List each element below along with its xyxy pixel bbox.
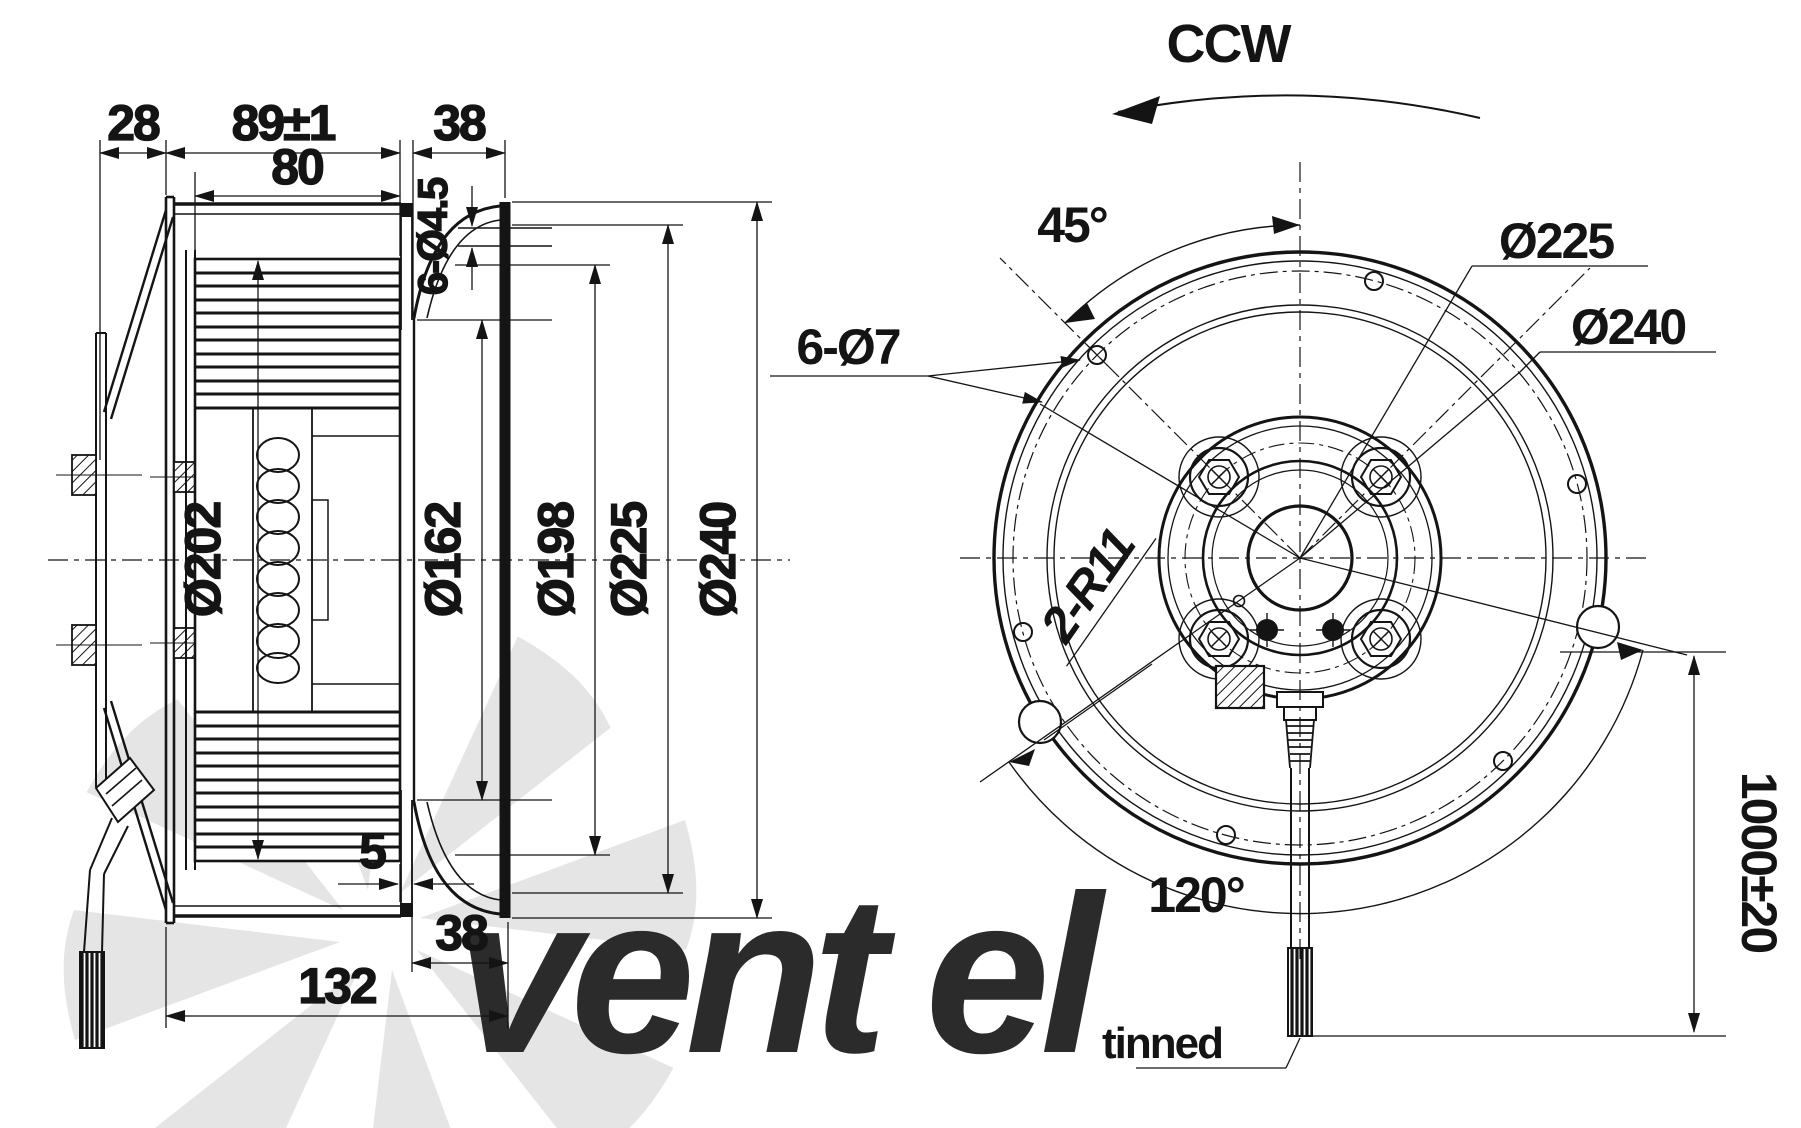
hub-bolt-bottom-right [1350, 608, 1412, 670]
hub-bolt-bottom-left [1188, 608, 1250, 670]
front-dim-cable-length-label: 1000±20 [1731, 772, 1787, 952]
side-dim-89-label: 89±1 [232, 95, 336, 151]
rotation-arrow-head [1112, 96, 1160, 124]
mounting-holes [1013, 271, 1587, 845]
cable-tip-label: tinned [1102, 1019, 1222, 1068]
motor-fins-bottom [195, 710, 400, 849]
side-dim-38-top-label: 38 [433, 95, 486, 151]
rotation-arrow-arc [1117, 94, 1481, 119]
front-dim-120-label: 120° [1148, 867, 1243, 923]
side-dim-80-label: 80 [271, 139, 323, 195]
ring-notches [1017, 604, 1621, 745]
front-dim-45-label: 45° [1037, 197, 1107, 253]
radial-lines [979, 265, 1688, 783]
motor-fins-top [195, 271, 400, 410]
centerline-radials [999, 257, 1591, 559]
side-dim-132-label: 132 [298, 958, 376, 1014]
side-dim-5-label: 5 [359, 823, 386, 879]
front-view-annotations: CCW 45° 6-Ø7 Ø225 Ø240 2-R11 120° [770, 14, 1787, 1069]
side-view [56, 195, 552, 1049]
side-cable [79, 756, 156, 1049]
side-dim-38-bottom-label: 38 [435, 905, 488, 961]
side-dim-28-label: 28 [107, 95, 160, 151]
watermark-text-blue: el [925, 848, 1107, 1100]
side-view-dimensions: 28 89±1 38 80 6-Ø4.5 Ø202 Ø162 Ø198 Ø225 [99, 94, 772, 1028]
watermark-text-gray: vent [455, 848, 896, 1100]
front-cable-tinned-tip [1287, 947, 1313, 1037]
hub-bolt-top-right [1350, 446, 1412, 508]
impeller-cone [102, 209, 175, 911]
side-dim-flange-holes-label: 6-Ø4.5 [409, 177, 456, 295]
cable-gland [1214, 664, 1266, 710]
front-dim-225-label: Ø225 [1499, 213, 1615, 269]
rotation-direction-label: CCW [1167, 14, 1292, 74]
front-dim-240-label: Ø240 [1571, 299, 1686, 355]
front-dim-notch-radius-label: 2-R11 [1029, 519, 1146, 652]
side-cable-tinned-tip [79, 951, 105, 1049]
centerlines [48, 162, 1648, 960]
front-dim-holes-label: 6-Ø7 [796, 319, 899, 375]
